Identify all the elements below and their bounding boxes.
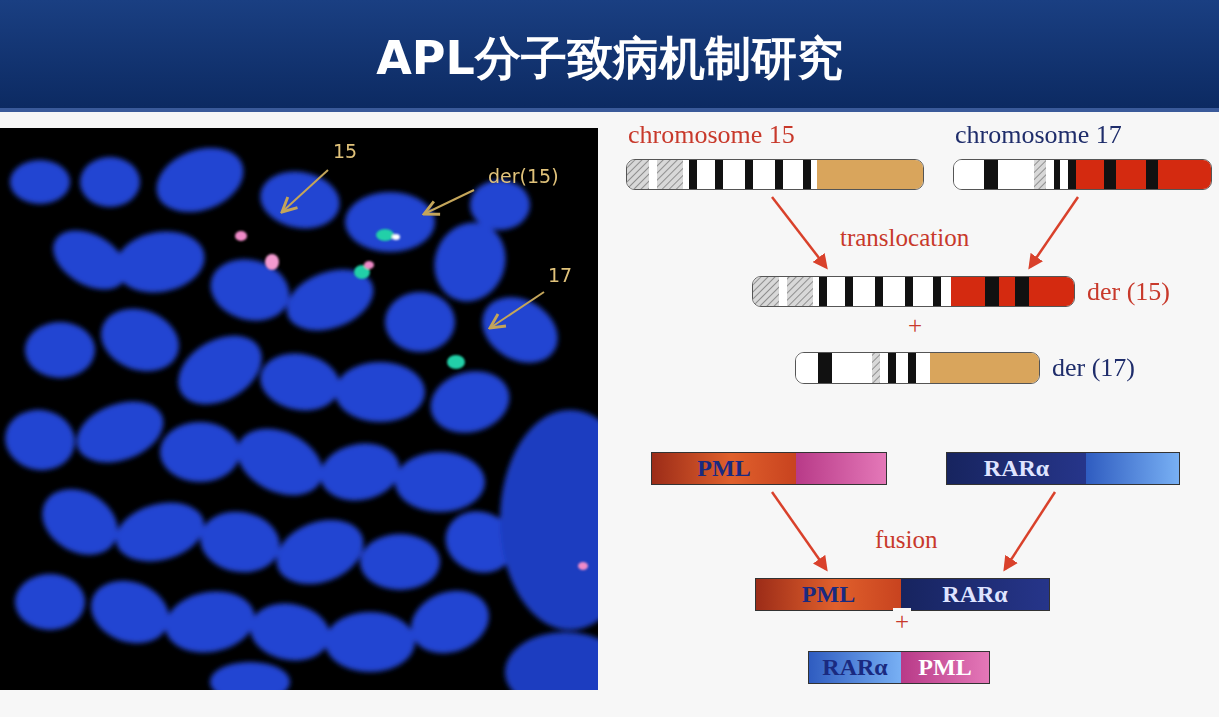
leader-arrows xyxy=(282,170,544,328)
step-label: fusion xyxy=(873,526,940,554)
gene-name: PML xyxy=(756,579,901,610)
probe-label: 15 xyxy=(333,140,357,162)
chromosome-name: chromosome 17 xyxy=(953,120,1122,150)
chromosome: der (15) xyxy=(752,276,1170,307)
gene-segment xyxy=(1086,453,1179,484)
slide-title: APL分子致病机制研究 xyxy=(0,30,1219,86)
gene-segment xyxy=(796,453,886,484)
chromosome-bands xyxy=(954,160,1212,190)
chromosome-bar xyxy=(752,276,1075,307)
chromosome: der (17) xyxy=(795,352,1135,384)
plus-sign: + xyxy=(906,312,924,340)
chromosome-name: der (15) xyxy=(1087,277,1170,307)
step-label: translocation xyxy=(838,224,971,252)
gene-box: PML xyxy=(651,452,887,485)
fish-image xyxy=(0,128,598,690)
chromosome-bar xyxy=(626,159,924,190)
chromosome-bar xyxy=(795,352,1040,384)
gene-name: RARα xyxy=(947,453,1086,484)
arrow-connector xyxy=(1030,197,1078,267)
probe-label: der(15) xyxy=(488,165,559,187)
plus-sign: + xyxy=(893,608,911,636)
gene-name: PML xyxy=(901,652,989,683)
chromosome-name: der (17) xyxy=(1052,353,1135,383)
chromosome-name: chromosome 15 xyxy=(626,120,795,150)
chromosome: chromosome 15 xyxy=(626,120,924,190)
probe-label: 17 xyxy=(548,264,572,286)
chromosome-bands xyxy=(796,353,1040,384)
title-banner xyxy=(0,0,1219,108)
arrow-connector xyxy=(1005,492,1055,569)
gene-box: PMLRARα xyxy=(755,578,1050,611)
gene-name: RARα xyxy=(809,652,901,683)
chromosome-bands xyxy=(627,160,924,190)
banner-rule xyxy=(0,108,1219,112)
arrow-connector xyxy=(772,197,826,267)
gene-name: PML xyxy=(652,453,796,484)
chromosome-bands xyxy=(753,277,1075,307)
gene-box: RARα xyxy=(946,452,1180,485)
gene-name: RARα xyxy=(901,579,1049,610)
chromosome-bar xyxy=(953,159,1212,190)
chromosome: chromosome 17 xyxy=(953,120,1212,190)
gene-box: RARαPML xyxy=(808,651,990,684)
arrow-connector xyxy=(772,492,826,569)
